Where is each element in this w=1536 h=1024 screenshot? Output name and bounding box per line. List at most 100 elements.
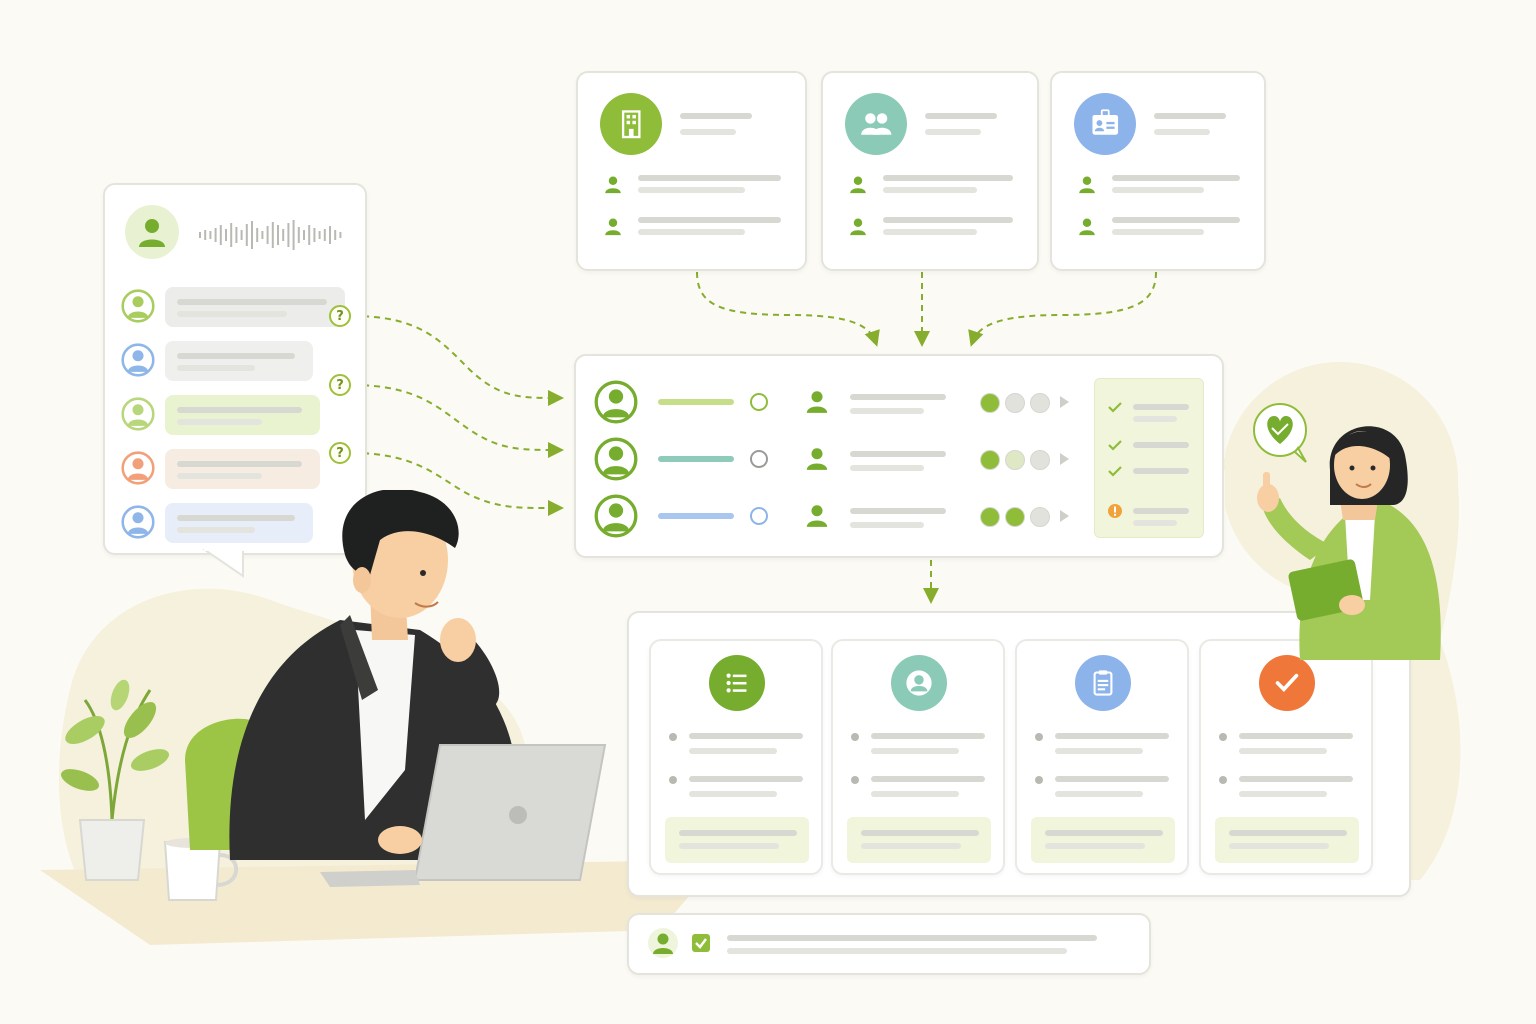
building-icon-badge — [600, 93, 662, 155]
user-icon — [605, 218, 621, 236]
bullet-dot — [669, 733, 677, 741]
text-placeholder — [177, 299, 327, 305]
text-placeholder — [1239, 748, 1327, 754]
candidate-avatar — [594, 437, 638, 485]
user-icon — [648, 928, 678, 958]
text-placeholder — [871, 791, 959, 797]
waveform-bar — [204, 230, 207, 240]
user-icon — [594, 437, 638, 481]
waveform-bar — [266, 226, 269, 244]
contact-person — [800, 384, 834, 422]
chat-avatar — [121, 505, 155, 543]
warning-icon — [1108, 504, 1122, 518]
contact-person — [800, 441, 834, 479]
laptop-icon — [320, 744, 607, 887]
contact-person — [1074, 213, 1100, 243]
user-icon — [806, 505, 828, 527]
chat-avatar — [121, 451, 155, 489]
waveform-bar — [199, 232, 201, 238]
progress-dot — [1030, 507, 1050, 527]
man-at-laptop-illustration — [60, 490, 607, 901]
text-placeholder — [883, 217, 1013, 223]
text-placeholder — [177, 365, 255, 371]
results-panel — [627, 611, 1411, 897]
text-placeholder — [177, 473, 262, 479]
user-icon — [121, 451, 155, 485]
text-placeholder — [925, 113, 997, 119]
play-arrow-icon[interactable] — [1060, 453, 1069, 465]
user-icon — [1079, 218, 1095, 236]
text-placeholder — [638, 217, 781, 223]
contact-person — [600, 213, 626, 243]
connector-source-3 — [968, 271, 1157, 347]
waveform-bar — [297, 227, 300, 243]
user-icon — [850, 176, 866, 194]
play-arrow-icon[interactable] — [1060, 510, 1069, 522]
matching-panel — [574, 354, 1224, 558]
progress-dot — [980, 450, 1000, 470]
text-placeholder — [1112, 217, 1240, 223]
text-placeholder — [1055, 791, 1143, 797]
status-ring[interactable] — [750, 507, 768, 525]
progress-dot — [1030, 450, 1050, 470]
text-placeholder — [177, 419, 262, 425]
result-card — [1015, 639, 1189, 875]
result-card — [649, 639, 823, 875]
waveform-bar — [230, 223, 233, 247]
waveform-bar — [245, 224, 248, 246]
waveform-bar — [256, 228, 259, 242]
connector-chat-2 — [351, 384, 564, 458]
match-bar — [658, 513, 734, 519]
text-placeholder — [850, 408, 924, 414]
text-placeholder — [1055, 748, 1143, 754]
user-icon — [121, 505, 155, 539]
waveform-bar — [261, 231, 264, 239]
waveform-bar — [271, 222, 274, 248]
text-placeholder — [1133, 442, 1189, 448]
result-summary-box — [1031, 817, 1175, 863]
group-icon-badge — [845, 93, 907, 155]
user-icon — [139, 219, 165, 247]
match-bar — [658, 399, 734, 405]
text-placeholder — [861, 843, 961, 849]
bullet-dot — [1035, 776, 1043, 784]
chat-message-bubble — [165, 341, 313, 381]
plant-icon — [60, 679, 170, 881]
contact-person — [800, 498, 834, 536]
status-ring[interactable] — [750, 393, 768, 411]
user-icon-badge — [891, 655, 947, 711]
text-placeholder — [1239, 733, 1353, 739]
waveform-bar — [209, 231, 212, 239]
play-arrow-icon[interactable] — [1060, 396, 1069, 408]
text-placeholder — [883, 187, 977, 193]
confirmation-bar — [627, 913, 1151, 975]
text-placeholder — [1239, 776, 1353, 782]
text-placeholder — [850, 508, 946, 514]
checkmark-icon — [1108, 402, 1122, 413]
text-placeholder — [1133, 416, 1177, 422]
text-placeholder — [1133, 404, 1189, 410]
user-icon — [806, 448, 828, 470]
status-ring[interactable] — [750, 450, 768, 468]
text-placeholder — [177, 311, 287, 317]
waveform-bar — [287, 223, 290, 247]
user-icon — [1079, 176, 1095, 194]
match-bar — [658, 456, 734, 462]
checkbox-checked-icon[interactable] — [691, 933, 711, 953]
user-icon — [121, 289, 155, 323]
waveform-bar — [214, 228, 217, 242]
contact-person — [845, 213, 871, 243]
waveform-bar — [318, 231, 321, 239]
waveform-bar — [308, 225, 311, 245]
connector-chat-1 — [351, 315, 564, 406]
bullet-dot — [669, 776, 677, 784]
text-placeholder — [871, 733, 985, 739]
chat-message-bubble — [165, 287, 345, 327]
user-icon — [850, 218, 866, 236]
waveform-bar — [334, 230, 337, 240]
bullet-dot — [1219, 733, 1227, 741]
text-placeholder — [177, 461, 302, 467]
waveform-bar — [329, 226, 331, 244]
text-placeholder — [638, 187, 745, 193]
text-placeholder — [680, 113, 752, 119]
